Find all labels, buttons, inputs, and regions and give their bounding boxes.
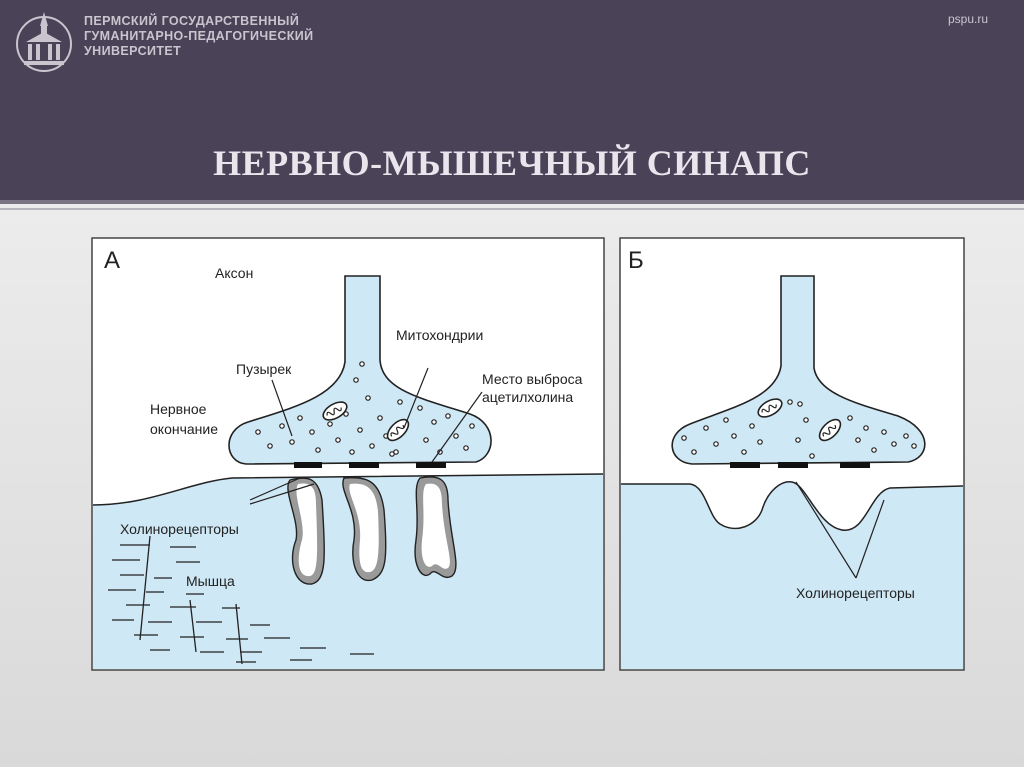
label-release-site-line-2: ацетилхолина: [482, 389, 573, 405]
panel-b-letter: Б: [628, 247, 644, 274]
label-mitochondria: Митохондрии: [396, 327, 483, 343]
active-zone-b-2: [778, 462, 808, 468]
label-vesicle: Пузырек: [236, 361, 292, 377]
university-name-line-3: УНИВЕРСИТЕТ: [84, 44, 182, 58]
leader-lines-b: [795, 481, 885, 579]
university-name: ПЕРМСКИЙ ГОСУДАРСТВЕННЫЙ ГУМАНИТАРНО-ПЕД…: [84, 14, 314, 59]
active-zone-3: [416, 462, 446, 468]
header-divider-thin: [0, 208, 1024, 210]
label-axon: Аксон: [215, 265, 253, 281]
muscle-membrane: [92, 473, 604, 506]
university-name-line-1: ПЕРМСКИЙ ГОСУДАРСТВЕННЫЙ: [84, 14, 300, 28]
postsynaptic-folds: [287, 476, 457, 585]
slide-title: НЕРВНО-МЫШЕЧНЫЙ СИНАПС: [213, 143, 811, 183]
label-muscle: Мышца: [186, 573, 235, 589]
muscle-tissue: [93, 474, 603, 669]
label-release-site-line-1: Место выброса: [482, 371, 583, 387]
leader-lines-a: [249, 367, 483, 505]
slide-header: ПЕРМСКИЙ ГОСУДАРСТВЕННЫЙ ГУМАНИТАРНО-ПЕД…: [0, 0, 1024, 200]
header-divider: [0, 200, 1024, 204]
panel-a-letter: А: [104, 247, 120, 274]
active-zone-b-3: [840, 462, 870, 468]
label-nerve-terminal-line-1: Нервное: [150, 401, 207, 417]
active-zone-b-1: [730, 462, 760, 468]
university-name-line-2: ГУМАНИТАРНО-ПЕДАГОГИЧЕСКИЙ: [84, 29, 314, 43]
axon-terminal-b: [671, 275, 926, 465]
label-cholinoreceptors-a: Холинорецепторы: [120, 521, 239, 537]
label-cholinoreceptors-b: Холинорецепторы: [796, 585, 915, 601]
axon-terminal: [228, 275, 492, 465]
label-nerve-terminal-line-2: окончание: [150, 421, 218, 437]
panel-a: А Аксон Митохондрии Пузырек Место выброс…: [91, 237, 605, 671]
site-url[interactable]: pspu.ru: [947, 12, 988, 26]
muscle-striations: [108, 535, 374, 665]
university-logo-icon: [16, 12, 72, 72]
panel-b: Б Холинорецепторы: [619, 237, 965, 671]
active-zone-1: [294, 462, 322, 468]
synaptic-vesicles: [255, 361, 475, 457]
muscle-tissue-b: [621, 481, 963, 669]
muscle-membrane-b: [621, 481, 964, 531]
synaptic-vesicles-b: [681, 399, 917, 459]
active-zone-2: [349, 462, 379, 468]
